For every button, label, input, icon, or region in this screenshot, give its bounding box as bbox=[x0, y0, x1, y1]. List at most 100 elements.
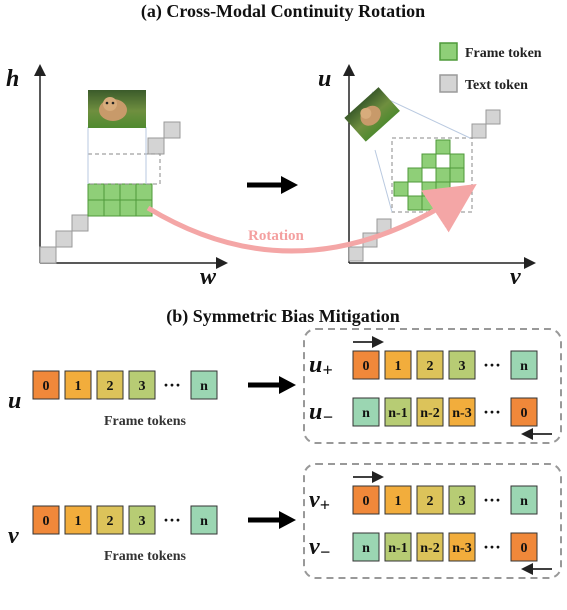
token-box bbox=[352, 532, 380, 562]
axis-subscript: + bbox=[322, 360, 332, 380]
token-label: n-2 bbox=[420, 406, 439, 421]
token-label: n-2 bbox=[420, 541, 439, 556]
frame-token-cell bbox=[421, 195, 437, 211]
token-box bbox=[64, 505, 92, 535]
frame-token-cell bbox=[421, 181, 437, 197]
token-label: 1 bbox=[75, 379, 82, 394]
frame-token-cell bbox=[135, 183, 153, 201]
token-label: 2 bbox=[427, 359, 434, 374]
transform-arrowhead-b bbox=[279, 376, 296, 394]
token-box bbox=[448, 485, 476, 515]
token-label: 2 bbox=[107, 514, 114, 529]
token-box bbox=[448, 397, 476, 427]
token-label: 0 bbox=[363, 494, 370, 509]
token-box bbox=[352, 397, 380, 427]
ellipsis: ··· bbox=[163, 375, 181, 395]
token-box bbox=[64, 370, 92, 400]
token-label: 0 bbox=[43, 514, 50, 529]
dog-photo-right bbox=[344, 87, 400, 142]
dog-photo-left bbox=[88, 90, 146, 128]
token-box bbox=[128, 370, 156, 400]
token-box bbox=[384, 350, 412, 380]
token-label: 0 bbox=[521, 406, 528, 421]
left-dashed-region bbox=[87, 153, 161, 185]
frame-token-cell bbox=[407, 167, 423, 183]
token-label: 2 bbox=[107, 379, 114, 394]
frame-token-cell bbox=[119, 199, 137, 217]
token-label: n bbox=[520, 494, 528, 509]
axis-symbol: u+ bbox=[309, 352, 333, 380]
token-label: n bbox=[520, 359, 528, 374]
token-box bbox=[32, 505, 60, 535]
frame-token-cell bbox=[435, 181, 451, 197]
token-label: 0 bbox=[363, 359, 370, 374]
token-label: n-3 bbox=[452, 406, 471, 421]
token-label: 3 bbox=[139, 514, 146, 529]
part-b-title: (b) Symmetric Bias Mitigation bbox=[166, 306, 399, 327]
token-label: n bbox=[200, 514, 208, 529]
frame-token-cell bbox=[407, 195, 423, 211]
axis-symbol: u− bbox=[309, 399, 333, 427]
token-label: 3 bbox=[459, 494, 466, 509]
token-box bbox=[96, 505, 124, 535]
frame-token-cell bbox=[103, 183, 121, 201]
text-token-cell bbox=[348, 246, 364, 262]
ellipsis: ··· bbox=[483, 490, 501, 510]
token-label: 1 bbox=[395, 494, 402, 509]
token-label: 1 bbox=[75, 514, 82, 529]
right-x-label: v bbox=[510, 264, 521, 290]
left-y-label: h bbox=[6, 66, 19, 92]
token-label: 3 bbox=[139, 379, 146, 394]
left-plot: h w bbox=[6, 64, 228, 290]
token-box bbox=[384, 397, 412, 427]
axis-subscript: + bbox=[320, 495, 330, 515]
ellipsis: ··· bbox=[163, 510, 181, 530]
text-token-cell bbox=[71, 214, 89, 232]
ellipsis: ··· bbox=[483, 537, 501, 557]
axis-symbol: v+ bbox=[309, 487, 330, 515]
token-label: 2 bbox=[427, 494, 434, 509]
token-box bbox=[416, 397, 444, 427]
text-token-cell bbox=[485, 109, 501, 125]
frame-token-cell bbox=[393, 181, 409, 197]
token-box bbox=[384, 532, 412, 562]
left-text-token-diagonal bbox=[39, 121, 181, 264]
transform-arrow bbox=[247, 176, 298, 194]
frame-token-cell bbox=[449, 167, 465, 183]
token-label: 0 bbox=[521, 541, 528, 556]
token-box bbox=[352, 350, 380, 380]
token-box bbox=[510, 532, 538, 562]
text-token-cell bbox=[163, 121, 181, 139]
axis-symbol: v bbox=[8, 523, 19, 549]
frame-token-cell bbox=[87, 199, 105, 217]
axis-subscript: − bbox=[322, 407, 333, 427]
right-y-label: u bbox=[318, 66, 331, 92]
legend: Frame token Text token bbox=[439, 42, 542, 93]
token-label: n-1 bbox=[388, 541, 407, 556]
token-label: 1 bbox=[395, 359, 402, 374]
frame-token-cell bbox=[87, 183, 105, 201]
right-plot: u v bbox=[318, 64, 536, 290]
axis-symbol: u bbox=[8, 388, 21, 414]
token-box bbox=[352, 485, 380, 515]
left-x-label: w bbox=[200, 264, 217, 290]
token-label: n-1 bbox=[388, 406, 407, 421]
text-token-cell bbox=[55, 230, 73, 248]
axis-subscript: − bbox=[320, 542, 331, 562]
token-label: n bbox=[362, 541, 370, 556]
ellipsis: ··· bbox=[483, 402, 501, 422]
text-token-cell bbox=[39, 246, 57, 264]
token-box bbox=[96, 370, 124, 400]
axis-symbol: v− bbox=[309, 534, 331, 562]
rotation-arrow: Rotation bbox=[146, 184, 477, 254]
text-token-cell bbox=[471, 123, 487, 139]
token-label: n-3 bbox=[452, 541, 471, 556]
left-frame-token-grid bbox=[87, 183, 153, 217]
token-box bbox=[510, 397, 538, 427]
frame-token-cell bbox=[103, 199, 121, 217]
token-box bbox=[510, 485, 538, 515]
token-box bbox=[416, 532, 444, 562]
token-box bbox=[190, 505, 218, 535]
